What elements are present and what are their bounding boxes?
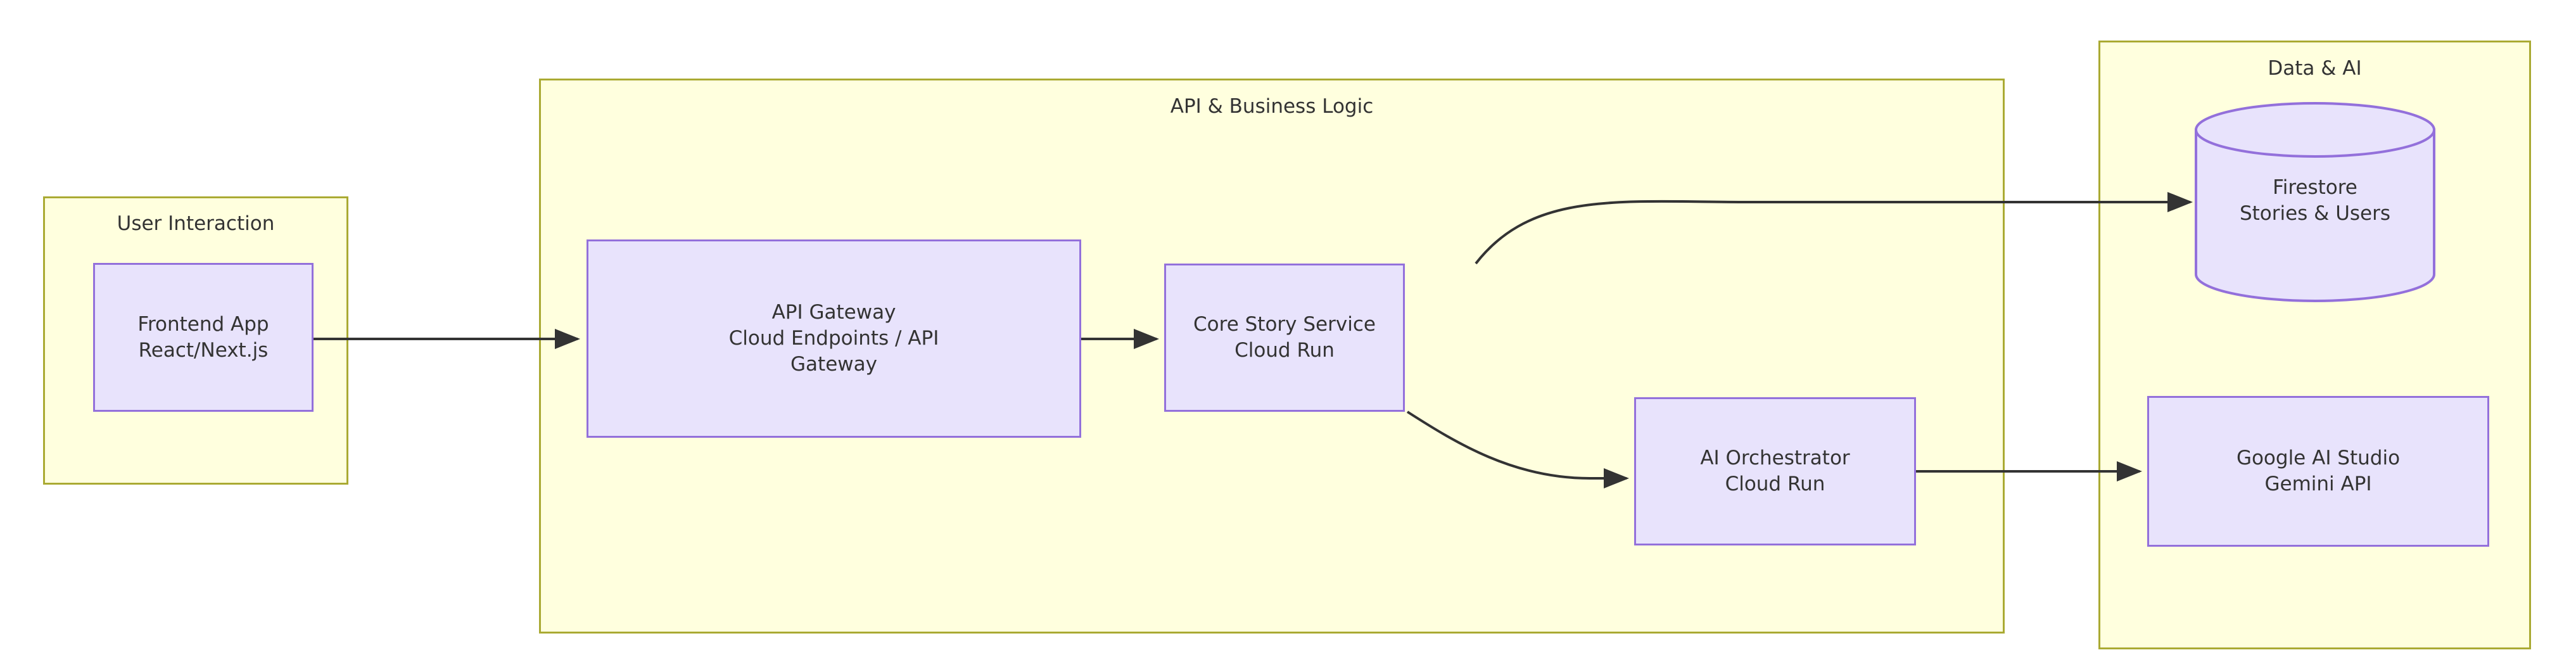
node-api-gateway-line2: Cloud Endpoints / API: [728, 327, 939, 350]
node-api-gateway[interactable]: API Gateway Cloud Endpoints / API Gatewa…: [587, 239, 1081, 438]
node-ai-orchestrator[interactable]: AI Orchestrator Cloud Run: [1634, 397, 1916, 545]
node-ai-orchestrator-line2: Cloud Run: [1725, 473, 1825, 495]
node-core-story-service-line2: Cloud Run: [1234, 339, 1335, 362]
cylinder-shape: [2195, 102, 2435, 302]
node-frontend-app-line2: React/Next.js: [138, 338, 269, 362]
cluster-data-ai-title: Data & AI: [2268, 57, 2362, 80]
node-google-ai-studio[interactable]: Google AI Studio Gemini API: [2147, 396, 2489, 547]
cluster-api-business-logic-title: API & Business Logic: [1170, 95, 1374, 118]
node-api-gateway-line1: API Gateway: [771, 301, 896, 324]
node-firestore-line2: Stories & Users: [2239, 201, 2391, 225]
node-google-ai-studio-line1: Google AI Studio: [2236, 447, 2401, 470]
node-frontend-app-line1: Frontend App: [137, 312, 269, 336]
node-google-ai-studio-line2: Gemini API: [2264, 473, 2372, 495]
node-firestore-line1: Firestore: [2273, 176, 2357, 199]
node-firestore-labels: Firestore Stories & Users: [2193, 175, 2437, 227]
cluster-user-interaction-title: User Interaction: [117, 212, 275, 235]
node-core-story-service-line1: Core Story Service: [1193, 313, 1376, 336]
node-api-gateway-line3: Gateway: [790, 352, 877, 376]
node-ai-orchestrator-line1: AI Orchestrator: [1700, 447, 1850, 470]
node-firestore[interactable]: Firestore Stories & Users: [2193, 100, 2437, 304]
node-frontend-app[interactable]: Frontend App React/Next.js: [93, 263, 314, 412]
node-core-story-service[interactable]: Core Story Service Cloud Run: [1164, 264, 1405, 412]
